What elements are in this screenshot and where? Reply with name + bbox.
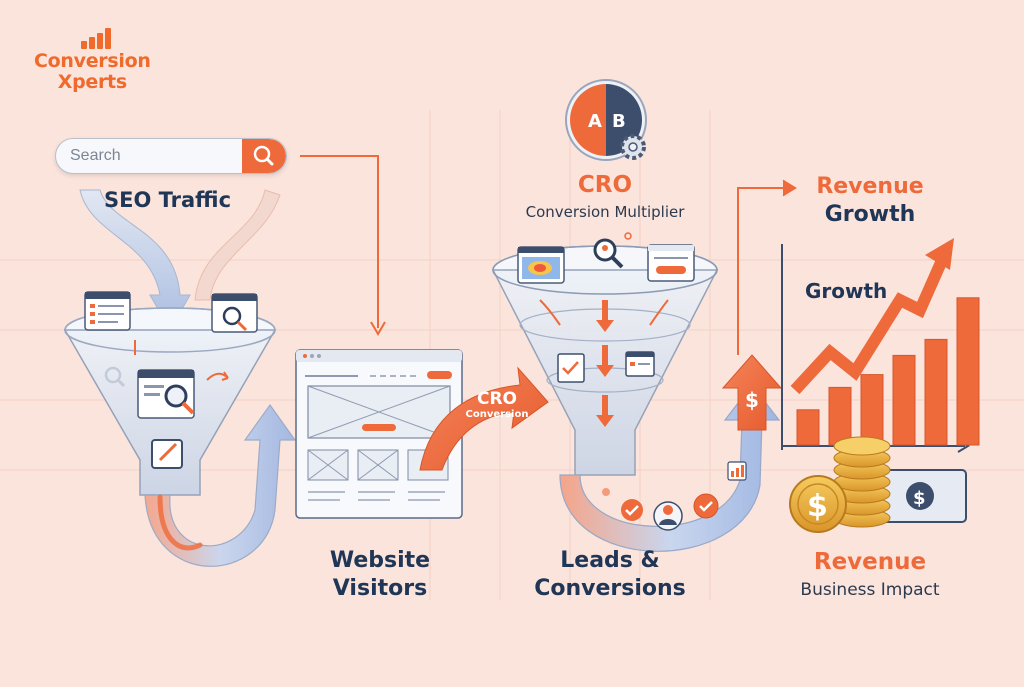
banknote-icon: $ [879,469,967,523]
form-window-icon [647,244,695,282]
website-visitors-label: Website [329,548,431,573]
connector-arrow [300,155,386,336]
search-placeholder: Search [70,147,121,164]
brand-name-line2: Xperts [57,71,127,93]
growth-bars [796,297,980,446]
search-window-icon [137,369,195,419]
growth-bar [860,374,884,446]
cro-arrow-title: CRO [476,389,518,409]
revenue-subtitle: Business Impact [800,580,940,600]
search-bar[interactable]: Search [55,138,287,174]
search-icon [104,366,126,388]
ab-test-a-label: A [588,111,602,132]
revenue-title: Revenue [813,549,927,575]
website-visitors-label-line2: Visitors [332,576,428,601]
dollar-arrow-sign: $ [745,388,759,412]
growth-trend-arrow [790,255,949,395]
leads-conversions-label: Leads & [560,548,660,573]
connector-arrow [737,179,797,355]
browser-window-icon [625,351,655,377]
search-window-icon [211,293,258,333]
ab-test-b-label: B [612,111,626,132]
revenue-growth-title-line2: Growth [824,202,916,227]
dollar-icon: $ [789,475,847,533]
growth-bar [956,297,980,446]
browser-window-icon [84,291,131,331]
search-icon [593,232,632,269]
cro-conversion-arrow [419,366,549,471]
heatmap-window-icon [517,246,565,284]
cro-arrow-subtitle: Conversion [465,409,529,420]
leads-conversions-label-line2: Conversions [534,576,686,601]
cro-subtitle: Conversion Multiplier [525,203,685,221]
dollar-arrow [721,354,783,431]
growth-bar [892,354,916,446]
gear-icon [620,134,646,160]
search-icon [253,145,274,166]
revenue-growth-title: Revenue [816,174,924,199]
bar-chart-logo-icon [81,28,111,49]
search-button[interactable] [242,139,286,173]
chart-growth-label: Growth [805,279,888,303]
brand-name-line1: Conversion [34,50,151,72]
checklist-icon [557,353,585,383]
coin-stack-icon [833,436,891,528]
edit-icon [151,439,183,469]
website-window-icon [295,349,463,519]
growth-bar [796,409,820,446]
brand-logo: Conversion Xperts [34,51,151,93]
checkmark-badge-icon [621,499,643,521]
growth-bar [924,338,948,446]
growth-bar [828,386,852,446]
checkmark-badge-icon [693,493,719,519]
coin-dollar-sign: $ [807,489,828,524]
seo-traffic-label: SEO Traffic [104,188,232,212]
banknote-dollar-sign: $ [913,488,926,509]
user-icon [653,501,683,531]
cro-title: CRO [577,172,633,198]
growth-chart [781,238,980,453]
